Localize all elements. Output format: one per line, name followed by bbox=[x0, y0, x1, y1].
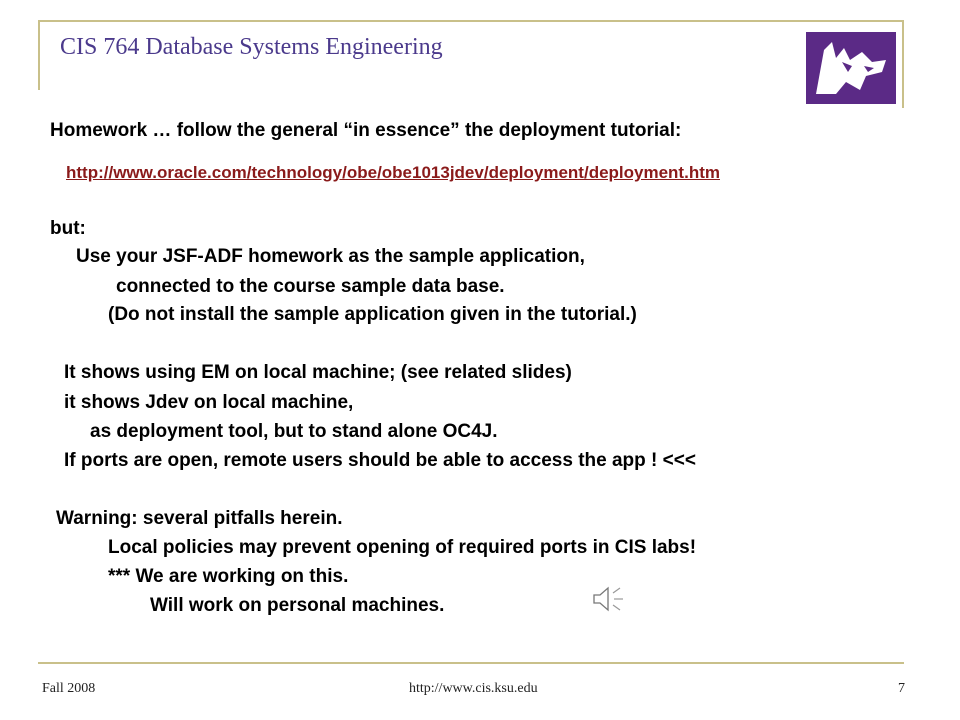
warning-line: Warning: several pitfalls herein. bbox=[56, 508, 343, 529]
body-line: It shows using EM on local machine; (see… bbox=[64, 362, 572, 383]
body-line: connected to the course sample data base… bbox=[116, 276, 505, 297]
frame-top-rule bbox=[38, 20, 904, 22]
body-line: it shows Jdev on local machine, bbox=[64, 392, 354, 413]
body-line: (Do not install the sample application g… bbox=[108, 304, 637, 325]
body-line: Use your JSF-ADF homework as the sample … bbox=[76, 246, 585, 267]
slide-title: CIS 764 Database Systems Engineering bbox=[60, 34, 443, 60]
body-line: Will work on personal machines. bbox=[150, 595, 445, 616]
body-line: If ports are open, remote users should b… bbox=[64, 450, 696, 471]
frame-right-rule bbox=[902, 20, 904, 108]
body-line: but: bbox=[50, 218, 86, 239]
body-line: Local policies may prevent opening of re… bbox=[108, 537, 697, 558]
body-line: *** We are working on this. bbox=[108, 566, 349, 587]
wildcat-logo-icon bbox=[806, 32, 896, 104]
speaker-icon[interactable] bbox=[592, 584, 626, 614]
intro-line: Homework … follow the general “in essenc… bbox=[50, 120, 682, 141]
frame-bottom-rule bbox=[38, 662, 904, 664]
tutorial-link[interactable]: http://www.oracle.com/technology/obe/obe… bbox=[66, 163, 720, 182]
footer-left: Fall 2008 bbox=[42, 681, 96, 696]
body-line: as deployment tool, but to stand alone O… bbox=[90, 421, 498, 442]
page-number: 7 bbox=[898, 681, 905, 696]
footer-url: http://www.cis.ksu.edu bbox=[409, 681, 538, 696]
frame-left-rule bbox=[38, 20, 40, 90]
